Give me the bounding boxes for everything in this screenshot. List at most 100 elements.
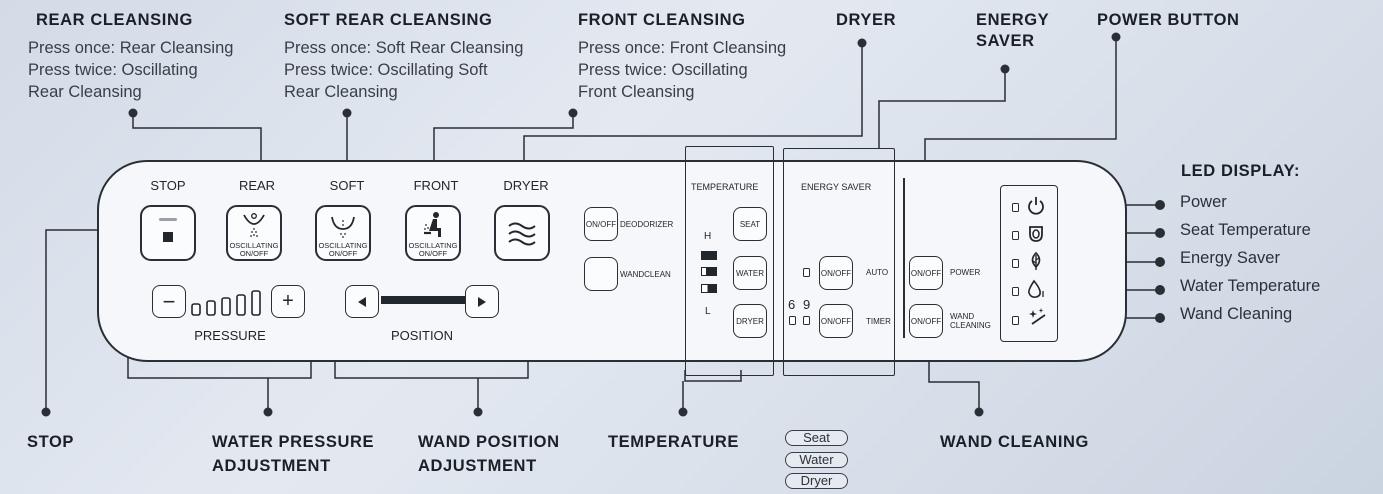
temp-level-2 (701, 267, 717, 276)
timer-nine-led (803, 316, 810, 325)
stop-label: STOP (27, 433, 75, 451)
pressure-level-bars (191, 290, 261, 316)
position-right-button[interactable] (465, 285, 499, 318)
dryer-button[interactable] (494, 205, 550, 261)
pressure-minus-button[interactable]: − (152, 285, 186, 318)
timer-nine-label: 9 (803, 297, 811, 312)
energy-saver-section (783, 148, 895, 376)
rear-cleansing-line-2: Press twice: Oscillating (28, 61, 198, 79)
seat-temp-button[interactable]: SEAT (733, 207, 767, 241)
water-pressure-label-1: WATER PRESSURE (212, 433, 375, 451)
deodorizer-label: DEODORIZER (620, 220, 674, 229)
stop-icon (159, 218, 177, 242)
dryer-wave-icon (508, 222, 536, 246)
wand-position-label-1: WAND POSITION (418, 433, 560, 451)
left-arrow-icon (358, 296, 366, 307)
temp-level-1 (701, 251, 717, 260)
seat-icon (1029, 226, 1043, 242)
dryer-temp-button[interactable]: DRYER (733, 304, 767, 338)
pressure-label: PRESSURE (194, 328, 266, 343)
soft-cleansing-line-3: Rear Cleansing (284, 83, 398, 101)
rear-oscillating-line-1: OSCILLATING (229, 241, 279, 250)
front-cleansing-line-1: Press once: Front Cleansing (578, 39, 787, 57)
timer-six-led (789, 316, 796, 325)
leaf-icon (1031, 251, 1041, 270)
water-pill: Water (785, 452, 848, 468)
dryer-button-label: DRYER (503, 178, 549, 193)
soft-wash-icon (331, 216, 355, 238)
energy-led (1012, 259, 1019, 268)
temp-low-label: L (705, 306, 711, 317)
soft-oscillating-line-1: OSCILLATING (318, 241, 368, 250)
temperature-section-title: TEMPERATURE (691, 182, 759, 192)
pressure-plus-button[interactable]: + (271, 285, 305, 318)
energy-auto-button[interactable]: ON/OFF (819, 256, 853, 290)
soft-oscillating-line-2: ON/OFF (328, 249, 358, 258)
led-label-power: Power (1180, 193, 1227, 211)
temp-high-label: H (704, 231, 712, 242)
front-button[interactable]: OSCILLATING ON/OFF (405, 205, 461, 261)
timer-label: TIMER (866, 317, 891, 326)
temperature-section (685, 146, 774, 376)
front-cleansing-line-2: Press twice: Oscillating (578, 61, 748, 79)
stop-button-label: STOP (150, 178, 186, 193)
soft-cleansing-line-2: Press twice: Oscillating Soft (284, 61, 488, 79)
power-button-title: POWER BUTTON (1097, 11, 1240, 29)
rear-cleansing-line-1: Press once: Rear Cleansing (28, 39, 234, 57)
water-drop-icon (1028, 279, 1044, 298)
energy-saver-section-title: ENERGY SAVER (801, 182, 872, 192)
led-display-title: LED DISPLAY: (1181, 162, 1301, 180)
seat-pill: Seat (785, 430, 848, 446)
power-icon (1028, 197, 1044, 215)
rear-wash-icon (243, 213, 265, 237)
position-label: POSITION (390, 328, 454, 343)
wand-led (1012, 316, 1019, 325)
rear-cleansing-title: REAR CLEANSING (36, 11, 193, 29)
soft-rear-cleansing-title: SOFT REAR CLEANSING (284, 11, 493, 29)
energy-timer-button[interactable]: ON/OFF (819, 304, 853, 338)
panel-divider (903, 178, 905, 338)
led-label-energy-saver: Energy Saver (1180, 249, 1280, 267)
timer-six-label: 6 (788, 297, 796, 312)
led-label-wand-cleaning: Wand Cleaning (1180, 305, 1293, 323)
position-bar (381, 296, 465, 304)
position-left-button[interactable] (345, 285, 379, 318)
power-button[interactable]: ON/OFF (909, 256, 943, 290)
rear-oscillating-line-2: ON/OFF (239, 249, 269, 258)
front-cleansing-line-3: Front Cleansing (578, 83, 695, 101)
deodorizer-button[interactable]: ON/OFF (584, 207, 618, 241)
dryer-title: DRYER (836, 11, 897, 29)
temp-level-3 (701, 284, 717, 293)
dryer-pill: Dryer (785, 473, 848, 489)
front-cleansing-title: FRONT CLEANSING (578, 11, 746, 29)
led-label-water-temperature: Water Temperature (1180, 277, 1321, 295)
water-temp-button[interactable]: WATER (733, 256, 767, 290)
front-wash-icon (424, 212, 441, 237)
water-led (1012, 287, 1019, 296)
led-label-seat-temperature: Seat Temperature (1180, 221, 1311, 239)
rear-cleansing-line-3: Rear Cleansing (28, 83, 142, 101)
energy-saver-title-2: SAVER (976, 32, 1035, 50)
wandclean-button[interactable] (584, 257, 618, 291)
soft-button[interactable]: OSCILLATING ON/OFF (315, 205, 371, 261)
auto-led (803, 268, 810, 277)
power-led (1012, 203, 1019, 212)
seat-led (1012, 231, 1019, 240)
auto-label: AUTO (866, 268, 889, 277)
led-display-box (1000, 185, 1058, 342)
front-oscillating-line-2: ON/OFF (418, 249, 448, 258)
sparkle-wand-icon (1029, 308, 1046, 325)
power-label: POWER (950, 268, 981, 277)
soft-cleansing-line-1: Press once: Soft Rear Cleansing (284, 39, 524, 57)
rear-button[interactable]: OSCILLATING ON/OFF (226, 205, 282, 261)
stop-button[interactable] (140, 205, 196, 261)
front-oscillating-line-1: OSCILLATING (408, 241, 458, 250)
soft-button-label: SOFT (329, 178, 365, 193)
front-button-label: FRONT (413, 178, 459, 193)
wand-cleaning-label: WAND CLEANING (940, 433, 1089, 451)
water-pressure-label-2: ADJUSTMENT (212, 457, 331, 475)
wand-cleaning-label-2: CLEANING (950, 321, 991, 330)
temperature-label: TEMPERATURE (608, 433, 739, 451)
wand-cleaning-button[interactable]: ON/OFF (909, 304, 943, 338)
rear-button-label: REAR (238, 178, 276, 193)
